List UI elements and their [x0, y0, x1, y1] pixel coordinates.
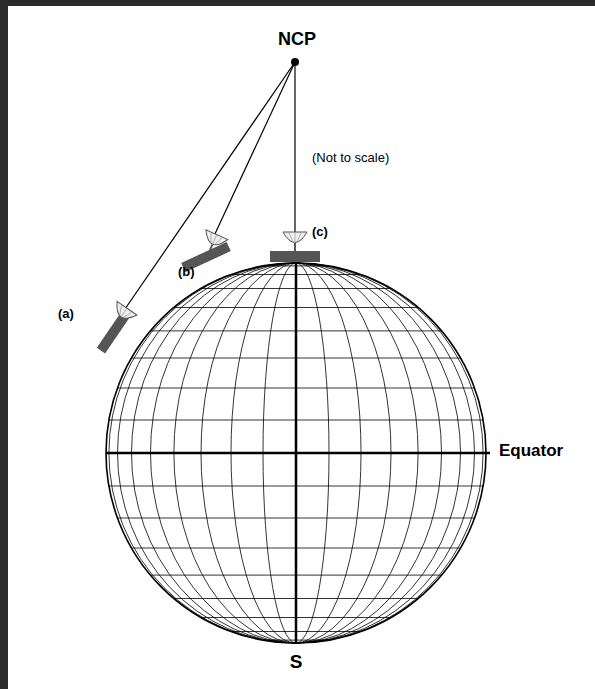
telescope-dish [199, 230, 228, 255]
pole-label: NCP [278, 29, 316, 50]
telescope-platform [270, 251, 320, 262]
equator-label: Equator [499, 441, 563, 461]
telescope-dish [107, 301, 136, 329]
frame-bar [0, 0, 8, 689]
scale-note: (Not to scale) [312, 151, 389, 166]
frame-bar [0, 0, 595, 6]
pole-label: S [290, 651, 303, 673]
axis-line [295, 262, 298, 643]
telescope-dish [283, 232, 307, 251]
equator-line [106, 452, 490, 455]
sight-lines [125, 62, 295, 309]
callout-label: (a) [58, 307, 74, 322]
ncp-dot [291, 58, 299, 66]
callout-label: (c) [312, 225, 328, 240]
callout-label: (b) [178, 265, 195, 280]
